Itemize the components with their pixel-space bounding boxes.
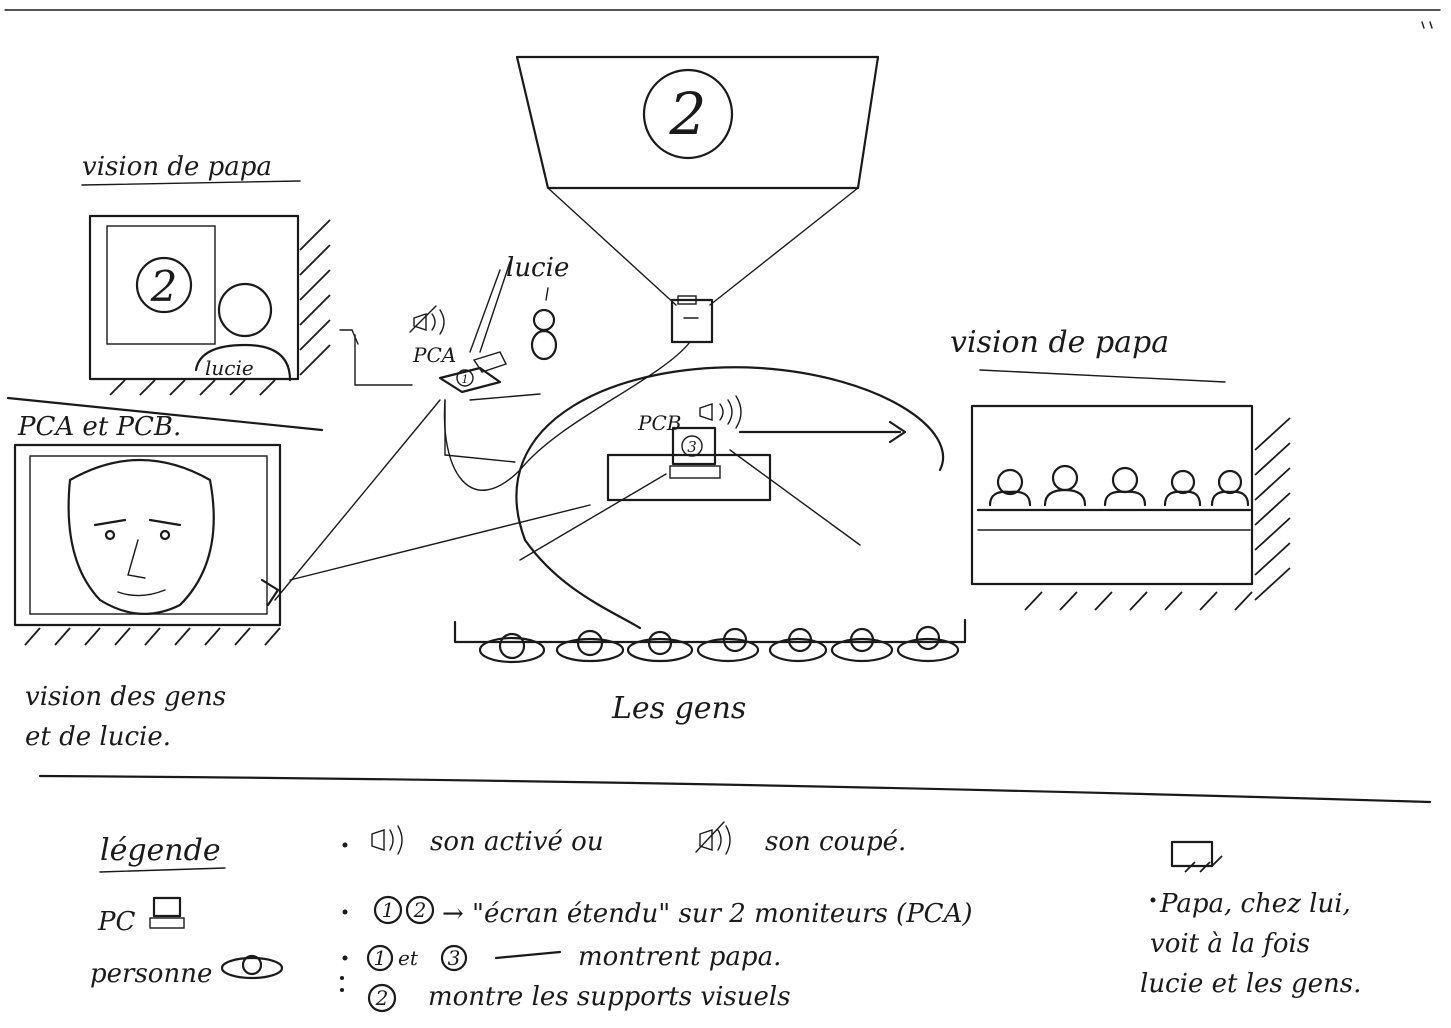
legend-separator bbox=[38, 774, 1432, 804]
les-gens-label: Les gens bbox=[611, 691, 746, 726]
pcb-speaker-on-icon bbox=[699, 395, 742, 429]
pcb-laptop: 3 PCB bbox=[519, 395, 861, 561]
monitor-right-hatch bbox=[1024, 417, 1291, 611]
screen-1-3-icons: 1 et 3 bbox=[366, 944, 468, 972]
projection-screen: 2 bbox=[515, 55, 880, 306]
papa-view-monitor-right bbox=[970, 404, 1254, 586]
legend-screen-two-b: 2 bbox=[375, 986, 389, 1010]
vision-papa-right-title: vision de papa bbox=[950, 325, 1169, 360]
table-outline bbox=[515, 366, 945, 542]
pca-label: PCA bbox=[412, 343, 456, 367]
note-line-1: Papa, chez lui, bbox=[1159, 889, 1351, 919]
legend-and: et bbox=[398, 946, 419, 970]
person-icon bbox=[768, 627, 828, 663]
legend-screen-one-b: 1 bbox=[374, 946, 387, 970]
note-line-2: voit à la fois bbox=[1150, 929, 1310, 959]
note-line-3: lucie et les gens. bbox=[1140, 969, 1361, 999]
legend-sound-active: son activé ou bbox=[430, 827, 604, 857]
papa-view-monitor-left: 2 lucie bbox=[88, 214, 300, 382]
legend-person-label: personne bbox=[90, 959, 212, 989]
shared-screen-window bbox=[106, 225, 216, 345]
pca-pcb-title: PCA et PCB. bbox=[17, 412, 181, 442]
legend-supports: montre les supports visuels bbox=[428, 982, 791, 1012]
projector-icon bbox=[670, 295, 714, 344]
audience-row bbox=[453, 618, 967, 664]
legend-screen-three: 3 bbox=[448, 946, 461, 970]
projector-cable bbox=[443, 341, 691, 491]
pca-speaker-muted-icon bbox=[409, 305, 445, 335]
legend-screen-two: 2 bbox=[413, 898, 427, 922]
lucie-in-frame: lucie bbox=[205, 356, 254, 380]
person-icon bbox=[896, 625, 960, 663]
audience-in-view bbox=[988, 464, 1250, 507]
person-icon bbox=[555, 629, 625, 663]
papa-face-icon bbox=[67, 459, 215, 615]
people-view-hatch bbox=[24, 627, 281, 646]
lucie-label: lucie bbox=[506, 253, 569, 283]
speaker-muted-icon bbox=[695, 821, 731, 855]
person-icon bbox=[830, 627, 894, 663]
pcb-screen-number: 3 bbox=[687, 438, 697, 456]
vision-gens-line2: et de lucie. bbox=[25, 722, 171, 752]
screen-number: 2 bbox=[669, 80, 707, 148]
vision-papa-left-title: vision de papa bbox=[82, 152, 272, 182]
person-icon bbox=[478, 632, 546, 664]
screen-1-2-icons: 1 2 bbox=[373, 895, 435, 925]
papa-at-home-icon bbox=[1170, 840, 1223, 873]
crossed-out-word bbox=[494, 950, 562, 960]
monitor-left-hatch bbox=[109, 219, 331, 396]
lucie-person-icon bbox=[530, 287, 558, 361]
lucie-video-tile: lucie bbox=[194, 282, 292, 382]
legend-extended-screen: → "écran étendu" sur 2 moniteurs (PCA) bbox=[442, 899, 973, 929]
left-separator-line bbox=[6, 396, 324, 432]
people-view-monitor bbox=[13, 443, 282, 627]
legend-title: légende bbox=[100, 833, 221, 868]
legend-sound-muted: son coupé. bbox=[765, 827, 906, 857]
pc-icon bbox=[149, 896, 185, 929]
pcb-label: PCB bbox=[637, 411, 681, 435]
vision-gens-line1: vision des gens bbox=[25, 682, 226, 712]
pca-second-monitor bbox=[472, 351, 507, 373]
pca-screen-number: 1 bbox=[462, 373, 469, 386]
pca-laptop: 1 PCA bbox=[409, 261, 541, 401]
person-legend-icon bbox=[220, 954, 284, 980]
pcb-desk bbox=[606, 453, 772, 502]
shared-screen-number: 2 bbox=[150, 262, 178, 311]
person-icon bbox=[626, 630, 694, 663]
legend-pc-label: PC bbox=[97, 907, 135, 937]
legend-screen-one: 1 bbox=[382, 898, 395, 922]
screen-number-circle bbox=[642, 68, 734, 160]
legend: légende PC personne son activé ou son co… bbox=[90, 821, 1361, 1013]
person-icon bbox=[696, 627, 760, 663]
legend-show-papa: montrent papa. bbox=[578, 942, 781, 972]
speaker-on-icon bbox=[371, 825, 403, 855]
